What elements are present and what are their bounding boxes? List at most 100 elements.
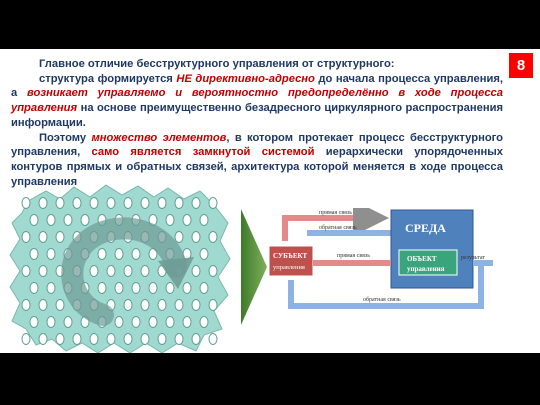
- element-dot: [208, 299, 218, 311]
- environment-label: СРЕДА: [405, 221, 446, 235]
- mid-direct-link-label: прямая связь: [337, 253, 370, 259]
- element-dot: [106, 197, 116, 209]
- element-dot: [131, 282, 141, 294]
- element-dot: [174, 299, 184, 311]
- element-dot: [29, 214, 39, 226]
- top-feedback-link-label: обратная связь: [319, 224, 357, 231]
- element-dot: [38, 299, 48, 311]
- element-dot: [106, 265, 116, 277]
- element-dot: [123, 265, 133, 277]
- result-label: результат: [461, 255, 485, 261]
- element-dot: [29, 316, 39, 328]
- p2-text-a: Поэтому: [39, 131, 92, 144]
- element-dot: [63, 316, 73, 328]
- element-dot: [55, 299, 65, 311]
- cloud-shape: [9, 184, 231, 353]
- element-dot: [140, 265, 150, 277]
- element-dot: [131, 316, 141, 328]
- element-dot: [29, 282, 39, 294]
- element-dot: [80, 214, 90, 226]
- element-dot: [55, 333, 65, 345]
- p1-text-a: структура формируется: [39, 72, 177, 85]
- element-dot: [208, 197, 218, 209]
- element-dot: [63, 214, 73, 226]
- subject-box[interactable]: [268, 245, 314, 277]
- element-dot: [157, 333, 167, 345]
- element-dot: [199, 214, 209, 226]
- element-dot: [55, 197, 65, 209]
- element-dot: [140, 197, 150, 209]
- element-dot: [21, 299, 31, 311]
- element-dot: [29, 248, 39, 260]
- element-dot: [182, 316, 192, 328]
- element-dot: [72, 333, 82, 345]
- element-dot: [38, 333, 48, 345]
- element-dot: [148, 316, 158, 328]
- element-dot: [123, 197, 133, 209]
- element-dot: [191, 299, 201, 311]
- element-dot: [157, 299, 167, 311]
- p1-text-e: на основе преимущественно безадресного ц…: [11, 102, 503, 129]
- element-dot: [191, 231, 201, 243]
- element-dot: [191, 333, 201, 345]
- element-dot: [131, 248, 141, 260]
- object-label-line1: ОБЪЕКТ: [407, 255, 437, 263]
- element-dot: [106, 333, 116, 345]
- element-dot: [148, 282, 158, 294]
- element-dot: [55, 231, 65, 243]
- spiral-arrow-body: [61, 217, 187, 326]
- element-dot: [38, 197, 48, 209]
- element-dot: [72, 197, 82, 209]
- element-dot: [46, 214, 56, 226]
- element-dot: [89, 333, 99, 345]
- element-dot: [174, 197, 184, 209]
- slide-text: Главное отличие бесструктурного управлен…: [11, 57, 503, 189]
- heading-line: Главное отличие бесструктурного управлен…: [11, 57, 503, 72]
- element-dot: [38, 231, 48, 243]
- element-dot: [182, 282, 192, 294]
- element-dot: [165, 282, 175, 294]
- slide-number-badge: 8: [509, 53, 533, 78]
- subject-label-line2: управления: [273, 264, 305, 271]
- element-dot: [174, 333, 184, 345]
- element-dot: [38, 265, 48, 277]
- element-dot: [123, 299, 133, 311]
- element-dot: [46, 316, 56, 328]
- top-forward-link: [282, 215, 375, 241]
- object-box[interactable]: [398, 249, 458, 276]
- spiral-arrow-head: [158, 257, 194, 289]
- bottom-feedback-link: [288, 266, 484, 309]
- element-dot: [208, 333, 218, 345]
- paragraph-1: структура формируется НЕ директивно-адре…: [11, 72, 503, 131]
- paragraph-2: Поэтому множество элементов, в котором п…: [11, 131, 503, 190]
- element-dot: [199, 248, 209, 260]
- p1-text-b: НЕ директивно-адресно: [176, 72, 315, 85]
- element-dot: [140, 333, 150, 345]
- top-direct-link-label: прямая связь: [319, 210, 352, 216]
- element-dot: [21, 333, 31, 345]
- heading-text: Главное отличие бесструктурного управлен…: [39, 58, 395, 70]
- element-dot: [157, 197, 167, 209]
- element-dot: [46, 248, 56, 260]
- p1-text-d: возникает управляемо и вероятностно пред…: [11, 87, 503, 115]
- element-dot: [21, 197, 31, 209]
- element-dot: [46, 282, 56, 294]
- element-dot: [21, 231, 31, 243]
- element-dot: [89, 197, 99, 209]
- subject-label-line1: СУБЪЕКТ: [273, 252, 308, 260]
- element-dot: [89, 265, 99, 277]
- element-dot: [208, 265, 218, 277]
- element-dot: [191, 197, 201, 209]
- object-label-line2: управления: [407, 265, 445, 273]
- p1-text-c: до начала процесса управления, а: [11, 72, 504, 100]
- p2-text-e: иерархически упорядоченных контуров прям…: [11, 146, 503, 188]
- element-dot: [97, 248, 107, 260]
- element-dot: [182, 214, 192, 226]
- element-dot: [199, 282, 209, 294]
- element-cloud-illustration: [9, 184, 231, 353]
- element-dot: [165, 214, 175, 226]
- element-dot: [191, 265, 201, 277]
- element-dot: [123, 333, 133, 345]
- element-dot: [114, 316, 124, 328]
- p2-text-d: само является замкнутой системой: [91, 146, 315, 159]
